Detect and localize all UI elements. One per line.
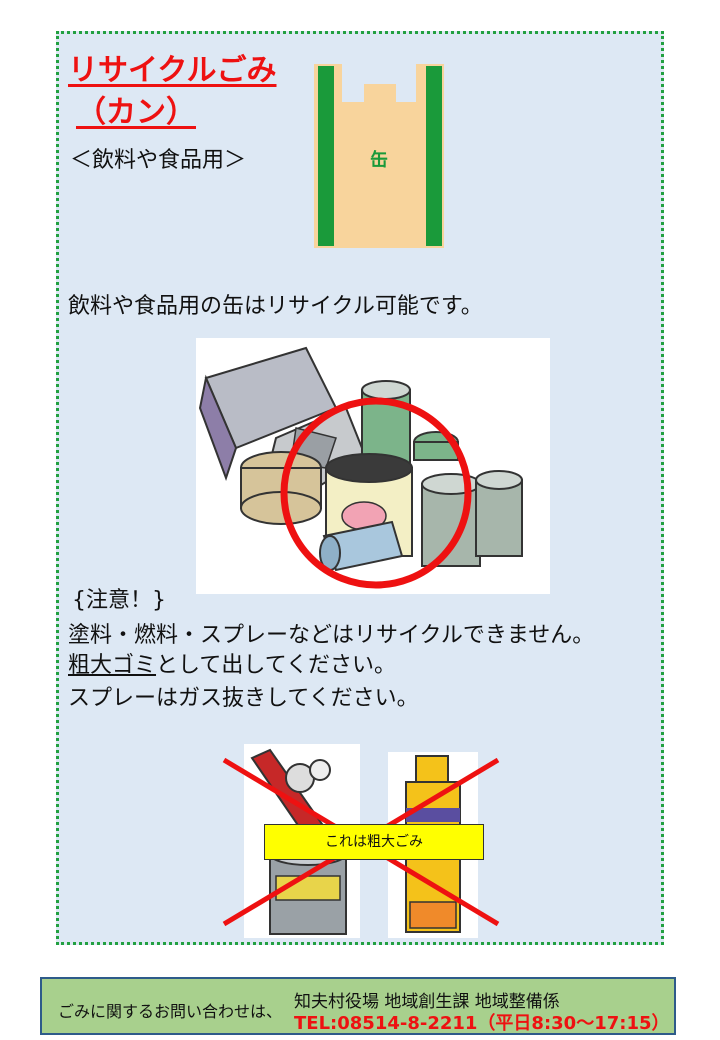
notice-line-2-rest: として出してください。 xyxy=(156,653,397,678)
intro-text: 飲料や食品用の缶はリサイクル可能です。 xyxy=(68,294,483,319)
bag-mark: 缶 xyxy=(370,149,388,171)
contact-footer: ごみに関するお問い合わせは、 知夫村役場 地域創生課 地域整備係 TEL:085… xyxy=(40,977,676,1035)
phone-number: TEL:08514-8-2211（平日8:30～17:15） xyxy=(294,1013,670,1034)
notice-line-1: 塗料・燃料・スプレーなどはリサイクルできません。 xyxy=(68,623,595,648)
page-title-sub: （カン） xyxy=(76,95,196,130)
inquiry-text: ごみに関するお問い合わせは、 xyxy=(58,1002,283,1021)
page-title: リサイクルごみ xyxy=(68,53,277,88)
cans-illustration xyxy=(196,338,550,594)
category-subtitle: ＜飲料や食品用＞ xyxy=(70,148,247,173)
notice-line-2: 粗大ゴミとして出してください。 xyxy=(68,647,396,679)
recycle-bag-icon: 缶 xyxy=(314,64,444,248)
bulky-waste-callout: これは粗大ごみ xyxy=(264,824,484,860)
bulky-waste-link: 粗大ゴミ xyxy=(68,653,157,678)
notice-heading: {注意！} xyxy=(72,588,166,613)
office-name: 知夫村役場 地域創生課 地域整備係 xyxy=(294,992,560,1012)
notice-line-3: スプレーはガス抜きしてください。 xyxy=(68,686,419,711)
